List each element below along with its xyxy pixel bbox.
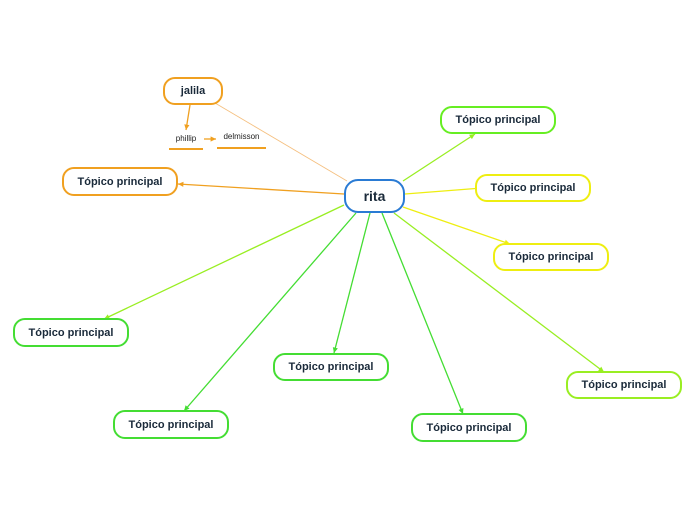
topic-node-left-lower[interactable]: Tópico principal [13,318,129,347]
central-topic-node[interactable]: rita [344,179,405,213]
connector-bottom-left [183,212,357,412]
subtopic-delmisson[interactable]: delmisson [217,132,266,149]
topic-node-center-bottom[interactable]: Tópico principal [273,353,389,381]
topic-node-bottom-right[interactable]: Tópico principal [566,371,682,399]
topic-node-right-middle[interactable]: Tópico principal [493,243,609,271]
connector-jalila [214,102,348,182]
subtopic-phillip[interactable]: phillip [169,134,203,150]
connector-bottom-right-arrowhead [598,366,604,372]
connector-right-middle [402,206,511,245]
topic-node-bottom-middle[interactable]: Tópico principal [411,413,527,442]
connector-left-upper [177,183,345,195]
topic-node-left-upper[interactable]: Tópico principal [62,167,178,196]
topic-node-right-upper[interactable]: Tópico principal [475,174,591,202]
connector-left-lower [103,204,345,320]
connector-center-bottom [333,212,371,354]
connector-jalila-phillip-arrowhead [184,124,190,130]
connector-left-lower-arrowhead [104,314,110,320]
jalila-node[interactable]: jalila [163,77,223,105]
connector-bottom-right [393,212,605,373]
connector-bottom-middle-arrowhead [458,408,464,414]
connector-top-right-arrowhead [469,134,475,140]
topic-node-bottom-left[interactable]: Tópico principal [113,410,229,439]
connector-left-upper-arrowhead [178,181,184,187]
connector-center-bottom-arrowhead [332,347,338,353]
connector-right-upper [404,187,483,195]
topic-node-top-right[interactable]: Tópico principal [440,106,556,134]
connector-phillip-delmisson-arrowhead [210,136,216,142]
connector-top-right [402,133,476,182]
connector-bottom-middle [381,212,464,415]
connector-bottom-left-arrowhead [184,405,190,411]
